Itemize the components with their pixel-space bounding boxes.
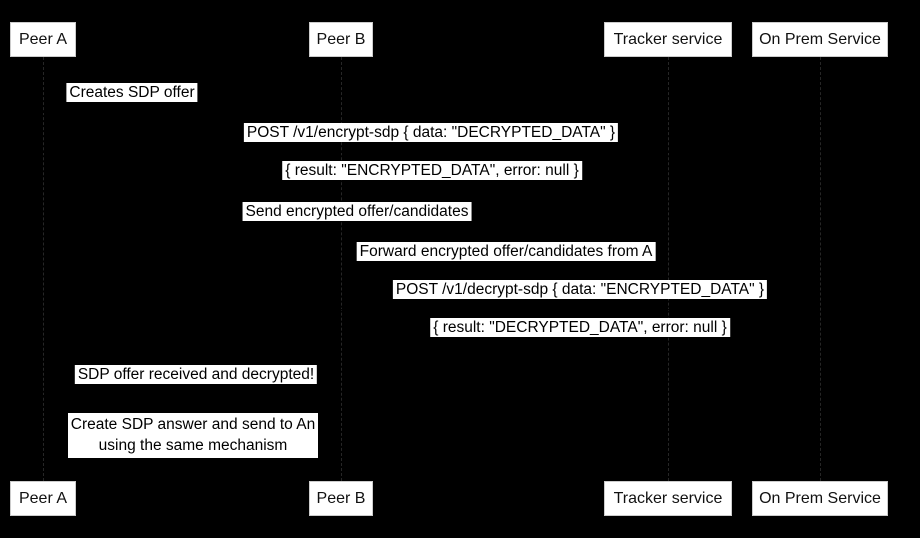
- message-arrow-peer-a-to-onprem: [43, 152, 820, 153]
- message-label-send-encrypted: Send encrypted offer/candidates: [242, 202, 472, 221]
- actor-box-onprem-top: On Prem Service: [752, 22, 888, 57]
- actor-box-peer-a-top: Peer A: [10, 22, 76, 57]
- lifeline-peer-a: [43, 57, 44, 481]
- message-arrow-self-peer-a: [43, 112, 73, 113]
- message-arrow-tracker-to-peer-b: [341, 271, 668, 272]
- actor-box-peer-a-bottom: Peer A: [10, 481, 76, 516]
- message-label-post-encrypt-sdp: POST /v1/encrypt-sdp { data: "DECRYPTED_…: [243, 123, 619, 142]
- message-label-decrypt-result: { result: "DECRYPTED_DATA", error: null …: [430, 318, 730, 337]
- message-arrow-onprem-to-peer-a: [43, 190, 820, 191]
- actor-label: Peer B: [316, 489, 366, 507]
- lifeline-peer-b: [341, 57, 342, 481]
- actor-label: On Prem Service: [759, 30, 881, 48]
- actor-box-tracker-top: Tracker service: [604, 22, 732, 57]
- lifeline-tracker: [668, 57, 669, 481]
- message-arrow-onprem-to-peer-b: [341, 347, 820, 348]
- message-arrow-peer-a-to-tracker: [43, 231, 668, 232]
- actor-label: Peer A: [18, 30, 68, 48]
- note-create-sdp-answer: Create SDP answer and send to An using t…: [68, 413, 318, 458]
- message-arrow-peer-b-to-onprem: [341, 309, 820, 310]
- actor-label: Peer B: [316, 30, 366, 48]
- message-label-offer-received: SDP offer received and decrypted!: [74, 365, 318, 384]
- message-label-forward-encrypted: Forward encrypted offer/candidates from …: [356, 242, 656, 261]
- actor-label: On Prem Service: [759, 489, 881, 507]
- actor-label: Peer A: [18, 489, 68, 507]
- message-label-creates-sdp-offer: Creates SDP offer: [66, 83, 198, 102]
- message-arrow-peer-b-to-peer-a: [43, 395, 341, 396]
- message-label-encrypt-result: { result: "ENCRYPTED_DATA", error: null …: [282, 161, 582, 180]
- actor-label: Tracker service: [613, 30, 723, 48]
- actor-label: Tracker service: [613, 489, 723, 507]
- lifeline-onprem: [820, 57, 821, 481]
- actor-box-onprem-bottom: On Prem Service: [752, 481, 888, 516]
- actor-box-tracker-bottom: Tracker service: [604, 481, 732, 516]
- note-line: Create SDP answer and send to An: [70, 416, 316, 433]
- actor-box-peer-b-top: Peer B: [309, 22, 373, 57]
- actor-box-peer-b-bottom: Peer B: [309, 481, 373, 516]
- message-label-post-decrypt-sdp: POST /v1/decrypt-sdp { data: "ENCRYPTED_…: [392, 280, 768, 299]
- note-line: using the same mechanism: [98, 437, 288, 454]
